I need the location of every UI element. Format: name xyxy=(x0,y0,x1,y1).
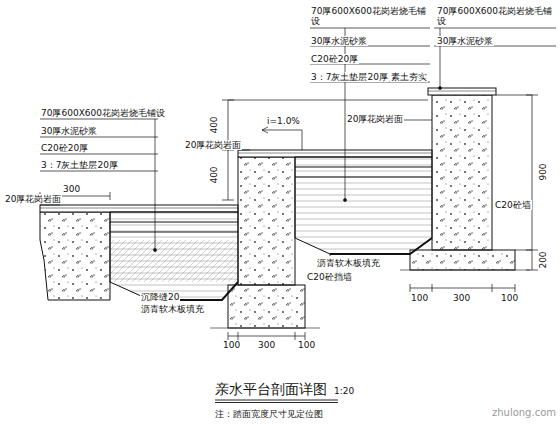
dimension: 100 xyxy=(500,293,519,303)
watermark: zhulong.com xyxy=(491,408,557,418)
joint-note: 沉降缝20 xyxy=(140,292,180,302)
layer-note: 70厚600X600花岗岩烧毛铺设 xyxy=(40,108,166,118)
scale-note: 1:20 xyxy=(333,386,355,396)
material-note: C20砼挡墙 xyxy=(306,272,353,282)
material-note: 沥青软木板填充 xyxy=(316,258,381,268)
dimension: 100 xyxy=(222,340,241,350)
layer-note: 30厚水泥砂浆 xyxy=(40,126,98,136)
dimension: 200 xyxy=(538,250,548,269)
slope-note: i=1.0% xyxy=(266,116,301,126)
dimension: 100 xyxy=(410,293,429,303)
dimension: 400 xyxy=(209,115,219,134)
dimension: 300 xyxy=(452,293,471,303)
drawing-title: 亲水平台剖面详图 xyxy=(215,381,327,399)
material-note: 20厚花岗岩面 xyxy=(346,114,404,124)
layer-note: 30厚水泥砂浆 xyxy=(310,36,368,46)
layer-note: 70厚600X600花岗岩烧毛铺设 xyxy=(310,6,430,26)
dimension: 900 xyxy=(538,162,548,181)
layer-note: 70厚600X600花岗岩烧毛铺设 xyxy=(436,6,556,26)
layer-note: 素土夯实 xyxy=(390,72,428,82)
layer-note: 3：7灰土垫层20厚 xyxy=(310,72,389,82)
dimension: 100 xyxy=(297,340,316,350)
material-note: 20厚花岗岩面 xyxy=(184,140,242,150)
drawing-note: 注：踏面宽度尺寸见定位图 xyxy=(215,408,323,421)
material-note: 20厚花岗岩面 xyxy=(4,194,62,204)
dimension: 400 xyxy=(209,165,219,184)
material-note: 沥青软木板填充 xyxy=(140,304,205,314)
dimension: 300 xyxy=(257,340,276,350)
layer-note: 30厚水泥砂浆 xyxy=(436,36,494,46)
material-note: C20砼墙 xyxy=(494,200,532,210)
dimension: 300 xyxy=(62,184,81,194)
layer-note: C20砼20厚 xyxy=(310,54,359,64)
layer-note: 3：7灰土垫层20厚 xyxy=(40,160,119,170)
layer-note: C20砼20厚 xyxy=(40,143,89,153)
